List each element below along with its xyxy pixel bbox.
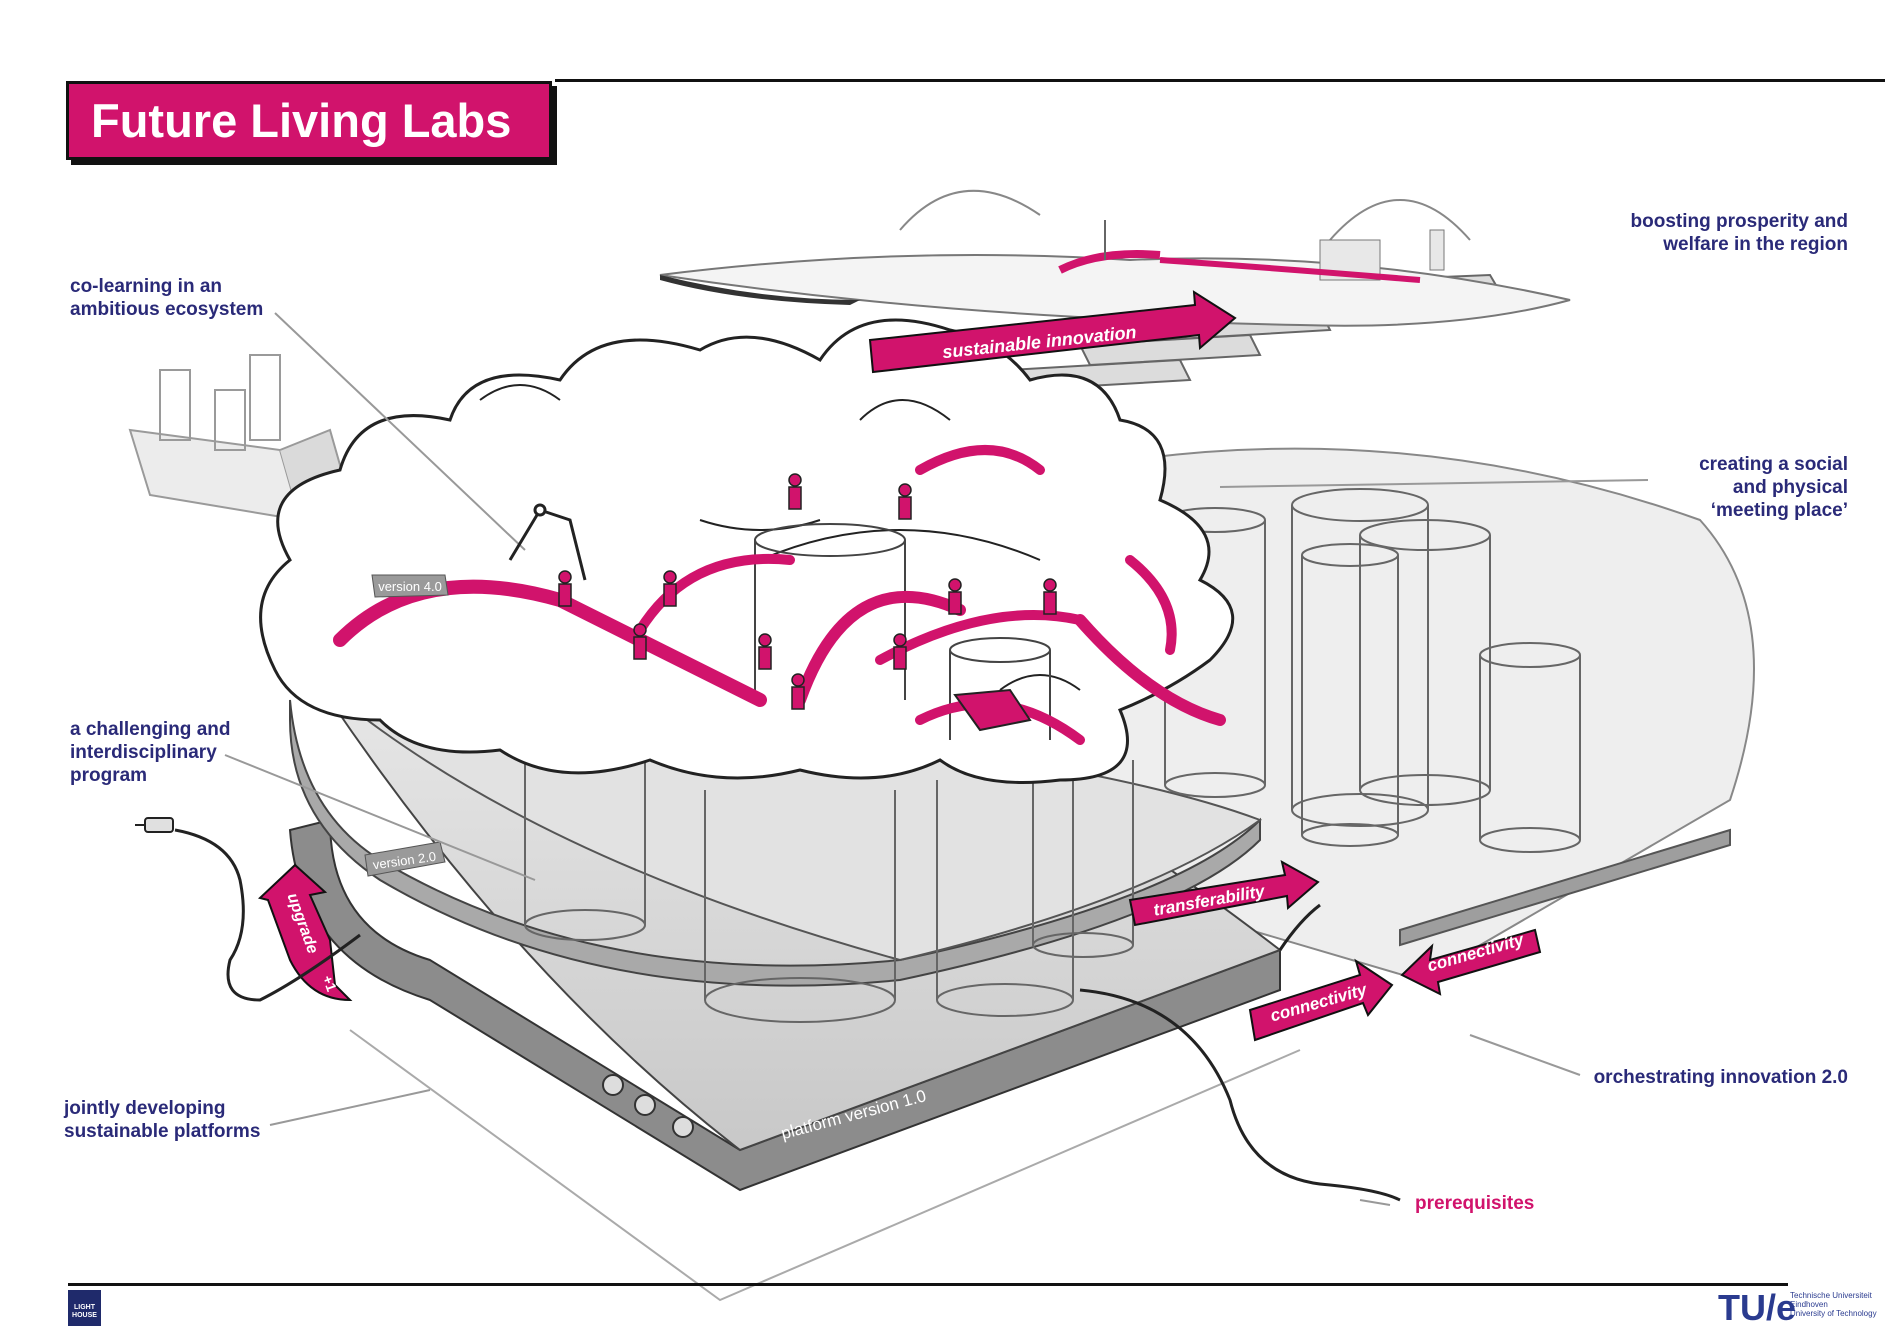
label-prerequisites: prerequisites: [1415, 1193, 1535, 1214]
label-jointly-line-1: jointly developing: [64, 1098, 226, 1119]
label-meeting-place: creating a social and physical ‘meeting …: [1699, 453, 1848, 522]
label-co-learning-line-1: co-learning in an: [70, 276, 223, 297]
label-orchestrating: orchestrating innovation 2.0: [1593, 1067, 1848, 1088]
label-boosting-line-2: welfare in the region: [1663, 234, 1848, 255]
label-challenging-line-2: interdisciplinary: [70, 742, 217, 763]
label-jointly-developing: jointly developing sustainable platforms: [64, 1097, 260, 1143]
tue-subtitle-line-1: Technische Universiteit: [1790, 1291, 1872, 1300]
page-title: Future Living Labs: [91, 94, 512, 147]
label-meeting-line-1: creating a social: [1699, 454, 1848, 475]
tag-version-4: version 4.0: [371, 574, 449, 598]
title-box: Future Living Labs: [66, 81, 552, 160]
lighthouse-logo-text: LIGHT HOUSE: [72, 1304, 97, 1319]
label-boosting-line-1: boosting prosperity and: [1630, 211, 1848, 232]
label-challenging-line-3: program: [70, 765, 148, 786]
label-challenging-line-1: a challenging and: [70, 719, 231, 740]
glass-cylinders: [524, 488, 1581, 1023]
label-challenging-program: a challenging and interdisciplinary prog…: [70, 718, 230, 787]
label-meeting-line-3: ‘meeting place’: [1710, 500, 1848, 521]
label-jointly-line-2: sustainable platforms: [64, 1121, 261, 1142]
top-rule: [555, 79, 1885, 82]
lighthouse-logo: LIGHT HOUSE: [68, 1290, 101, 1326]
region-city: [659, 189, 1571, 327]
label-co-learning-line-2: ambitious ecosystem: [70, 299, 264, 320]
people-figures: [558, 473, 1057, 710]
arrow-upgrade: upgrade +1: [257, 863, 353, 1002]
arrow-upgrade-plus-one: +1: [319, 973, 340, 994]
cables: [174, 828, 1401, 1202]
label-boosting-prosperity: boosting prosperity and welfare in the r…: [1631, 210, 1848, 256]
plug-icon: [135, 817, 174, 833]
box-icon: [953, 688, 1032, 732]
robot-arm-icon: [508, 503, 587, 581]
bottom-rule: [68, 1283, 1788, 1286]
tag-version-2: version 2.0: [364, 841, 446, 877]
tue-subtitle-line-2: Eindhoven: [1790, 1300, 1828, 1309]
tue-logo: TU/e: [1718, 1287, 1797, 1328]
label-co-learning: co-learning in an ambitious ecosystem: [70, 275, 263, 321]
tue-subtitle-line-3: University of Technology: [1790, 1309, 1877, 1318]
leader-lines: [224, 312, 1649, 1206]
cloud: [259, 318, 1235, 784]
tag-version-4-label: version 4.0: [378, 579, 442, 594]
tue-logo-subtitle: Technische Universiteit Eindhoven Univer…: [1790, 1291, 1877, 1318]
label-meeting-line-2: and physical: [1732, 477, 1848, 498]
